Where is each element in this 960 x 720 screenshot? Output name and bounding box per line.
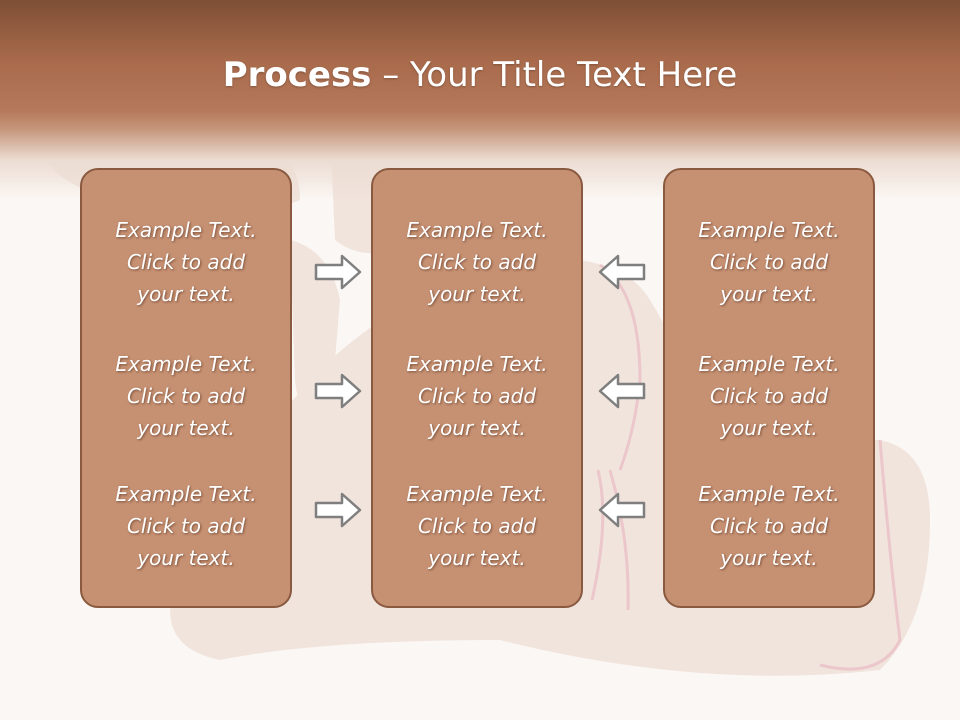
right-text-panel[interactable]: Example Text. Click to add your text. Ex… bbox=[663, 168, 875, 608]
title-bar bbox=[0, 0, 960, 200]
right-arrow-icon bbox=[314, 373, 362, 409]
right-arrow-icon bbox=[314, 492, 362, 528]
right-panel-text-2[interactable]: Example Text. Click to add your text. bbox=[698, 352, 840, 440]
right-panel-text-1[interactable]: Example Text. Click to add your text. bbox=[698, 218, 840, 306]
center-panel-text-1[interactable]: Example Text. Click to add your text. bbox=[406, 218, 548, 306]
center-text-panel[interactable]: Example Text. Click to add your text. Ex… bbox=[371, 168, 583, 608]
center-panel-text-3[interactable]: Example Text. Click to add your text. bbox=[406, 482, 548, 570]
center-panel-text-2[interactable]: Example Text. Click to add your text. bbox=[406, 352, 548, 440]
left-arrow-icon bbox=[598, 492, 646, 528]
left-arrow-icon bbox=[598, 373, 646, 409]
right-arrow-icon bbox=[314, 254, 362, 290]
left-panel-text-3[interactable]: Example Text. Click to add your text. bbox=[115, 482, 257, 570]
title-bold-word: Process bbox=[222, 55, 372, 95]
left-panel-text-2[interactable]: Example Text. Click to add your text. bbox=[115, 352, 257, 440]
title-rest: – Your Title Text Here bbox=[371, 55, 738, 95]
left-text-panel[interactable]: Example Text. Click to add your text. Ex… bbox=[80, 168, 292, 608]
left-arrow-icon bbox=[598, 254, 646, 290]
slide-title[interactable]: Process – Your Title Text Here bbox=[0, 52, 960, 98]
left-panel-text-1[interactable]: Example Text. Click to add your text. bbox=[115, 218, 257, 306]
right-panel-text-3[interactable]: Example Text. Click to add your text. bbox=[698, 482, 840, 570]
